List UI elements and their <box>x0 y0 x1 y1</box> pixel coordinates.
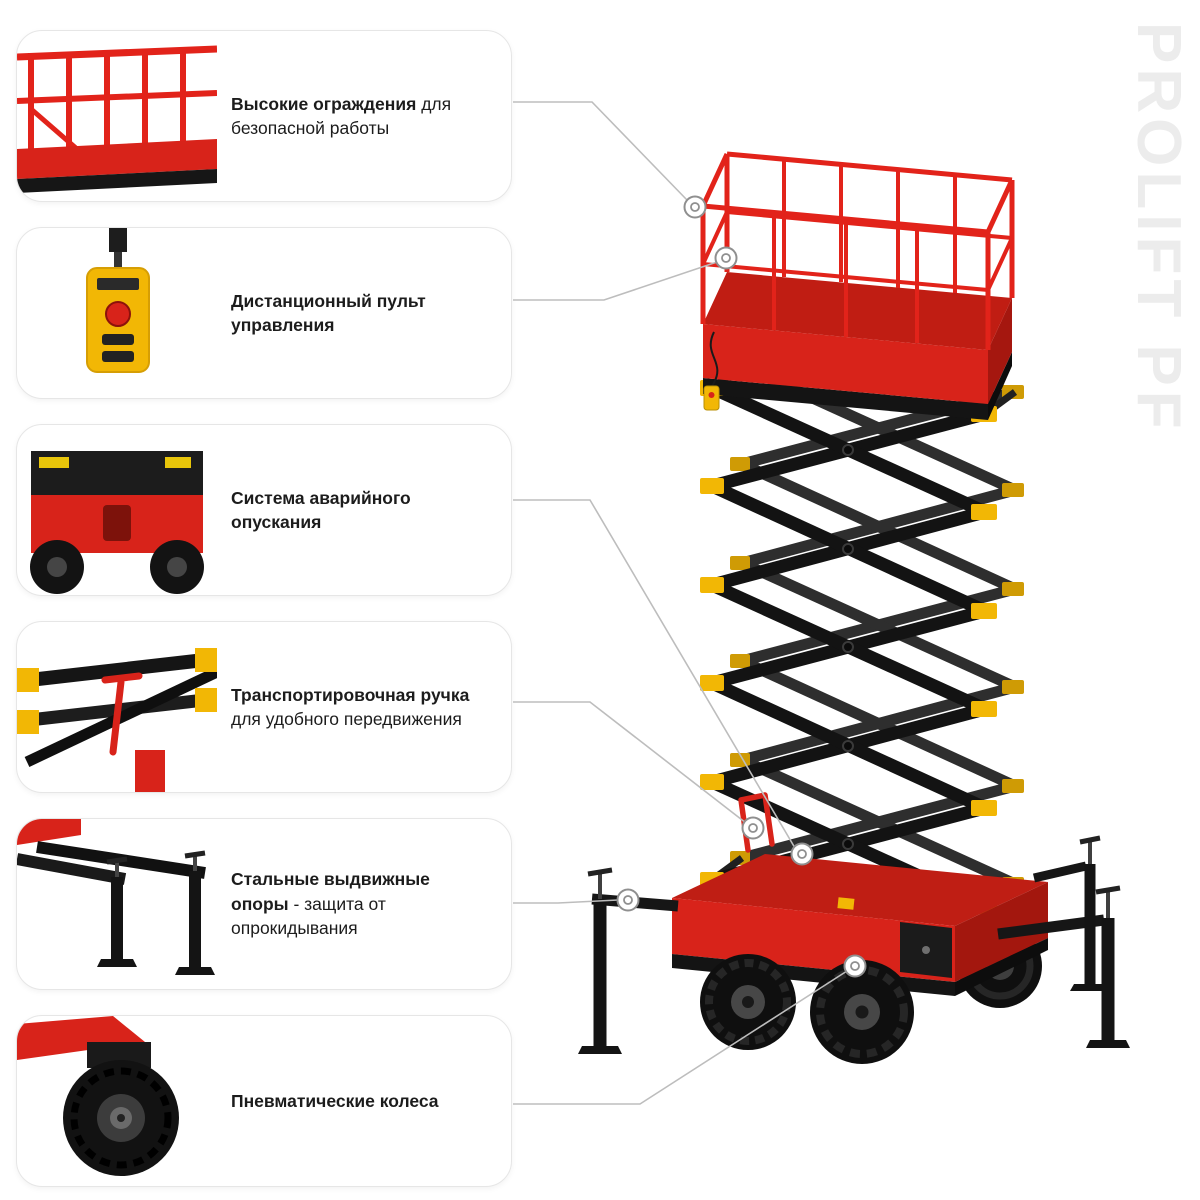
feature-title: Система аварийного опускания <box>231 487 411 533</box>
feature-text-wheels: Пневматические колеса <box>217 1016 511 1186</box>
callout-line-railings <box>513 101 688 201</box>
callout-marker-wheels <box>843 954 867 978</box>
feature-card-outriggers: Стальные выдвижные опоры - защита от опр… <box>16 818 512 990</box>
feature-title: Стальные выдвижные опоры <box>231 869 430 914</box>
feature-title: Высокие ограждения <box>231 93 417 114</box>
feature-text-emergency-lowering: Система аварийного опускания <box>217 425 511 595</box>
callout-line-wheels <box>513 970 848 1105</box>
callout-line-handle <box>513 701 747 824</box>
emergency-lowering-image <box>17 425 217 595</box>
watermark-text: PROLIFT PF <box>1124 22 1193 434</box>
remote-control-image <box>17 228 217 398</box>
callout-lines <box>513 101 848 1105</box>
feature-text-remote-control: Дистанционный пульт управления <box>217 228 511 398</box>
feature-description: - защита от опрокидывания <box>231 893 386 939</box>
feature-card-railings: Высокие ограждения для безопасной работы <box>16 30 512 202</box>
scissor-pivot-bolts <box>842 444 854 850</box>
feature-card-emergency-lowering: Система аварийного опускания <box>16 424 512 596</box>
feature-card-remote-control: Дистанционный пульт управления <box>16 227 512 399</box>
pendant-cable <box>709 331 719 387</box>
feature-title: Транспортировочная ручка <box>231 684 470 705</box>
platform <box>700 151 1015 420</box>
front-wheels <box>700 954 914 1064</box>
wheels-image <box>17 1016 217 1186</box>
callout-marker-emergency <box>790 842 814 866</box>
callout-line-remote <box>513 261 718 301</box>
callout-marker-railings <box>683 195 707 219</box>
callout-line-emergency <box>513 499 796 849</box>
callout-marker-handle <box>741 816 765 840</box>
feature-text-railings: Высокие ограждения для безопасной работы <box>217 31 511 201</box>
feature-card-wheels: Пневматические колеса <box>16 1015 512 1187</box>
outriggers-image <box>17 819 217 989</box>
feature-description: для безопасной работы <box>231 93 452 139</box>
callout-markers <box>616 195 867 978</box>
feature-title: Пневматические колеса <box>231 1090 439 1111</box>
callout-line-outriggers <box>513 899 619 904</box>
callout-marker-remote <box>714 246 738 270</box>
feature-text-outriggers: Стальные выдвижные опоры - защита от опр… <box>217 819 511 989</box>
feature-description: для удобного передвижения <box>231 709 462 729</box>
guard-rails <box>700 151 1015 350</box>
callout-marker-outriggers <box>616 888 640 912</box>
feature-title: Дистанционный пульт управления <box>231 290 426 336</box>
transport-handle-image <box>17 622 217 792</box>
feature-text-transport-handle: Транспортировочная ручка для удобного пе… <box>217 622 511 792</box>
railings-image <box>17 31 217 201</box>
feature-card-transport-handle: Транспортировочная ручка для удобного пе… <box>16 621 512 793</box>
